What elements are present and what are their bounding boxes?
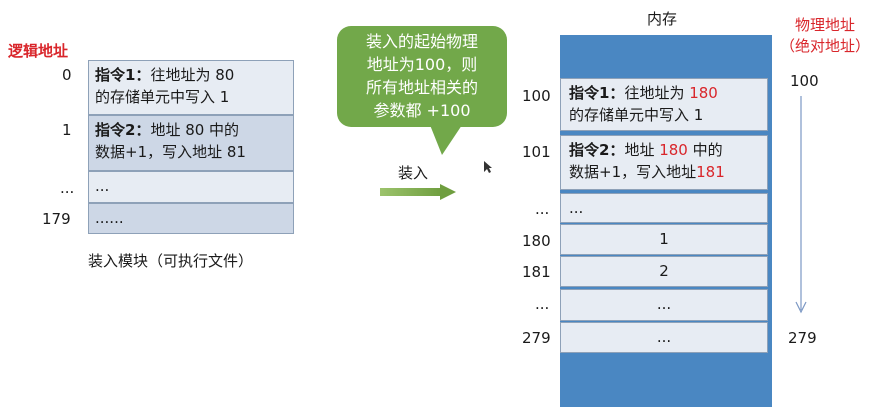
physical-address-title: 物理地址 （绝对地址） [780, 14, 870, 56]
load-arrow-icon [380, 184, 456, 200]
instruction-label: 指令2： [95, 121, 151, 139]
instruction-text: 的存储单元中写入 1 [569, 106, 704, 124]
instruction-text: 往地址为 80 [150, 66, 235, 84]
row-text: ... [569, 199, 584, 217]
mouse-cursor-icon [484, 161, 492, 173]
load-module-caption: 装入模块（可执行文件） [88, 252, 254, 270]
logical-row-last: ...... [88, 203, 294, 234]
callout-line: 参数都 +100 [373, 101, 471, 120]
physical-address-title-line1: 物理地址 [794, 16, 855, 34]
logical-address-0: 0 [62, 66, 72, 84]
callout-line: 地址为100，则 [366, 55, 478, 74]
instruction-text: 地址 [624, 141, 660, 159]
memory-address-100: 100 [522, 87, 551, 105]
instruction-address: 180 [659, 141, 688, 159]
instruction-label: 指令1： [569, 84, 625, 102]
logical-instruction-1: 指令1：往地址为 80 的存储单元中写入 1 [88, 60, 294, 115]
instruction-text: 数据+1，写入地址 81 [95, 143, 246, 161]
memory-row-181: 2 [560, 256, 768, 287]
instruction-address: 180 [689, 84, 718, 102]
instruction-text: 中的 [687, 141, 723, 159]
physical-address-start: 100 [790, 72, 819, 90]
instruction-label: 指令1： [95, 66, 151, 84]
instruction-text: 地址 80 中的 [150, 121, 240, 139]
memory-address-101: 101 [522, 143, 551, 161]
callout-tail [430, 125, 462, 155]
physical-address-end: 279 [788, 329, 817, 347]
row-text: 2 [659, 262, 669, 280]
row-text: ... [656, 328, 672, 346]
load-label: 装入 [398, 164, 429, 182]
memory-row-279: ... [560, 322, 768, 353]
memory-title: 内存 [647, 10, 678, 28]
logical-row-ellipsis: ... [88, 171, 294, 203]
logical-address-179: 179 [42, 210, 71, 228]
logical-instruction-2: 指令2：地址 80 中的 数据+1，写入地址 81 [88, 115, 294, 171]
row-text: ...... [95, 209, 124, 227]
memory-instruction-2: 指令2：地址 180 中的 数据+1，写入地址181 [560, 135, 768, 190]
logical-address-title: 逻辑地址 [8, 42, 69, 60]
logical-address-1: 1 [62, 121, 72, 139]
instruction-address: 181 [696, 163, 725, 181]
memory-instruction-1: 指令1：往地址为 180 的存储单元中写入 1 [560, 78, 768, 131]
memory-address-180: 180 [522, 232, 551, 250]
callout-line: 所有地址相关的 [365, 78, 478, 97]
memory-row-ellipsis: ... [560, 193, 768, 223]
physical-address-title-line2: （绝对地址） [780, 37, 871, 55]
memory-address-181: 181 [522, 263, 551, 281]
memory-address-ellipsis-2: ... [535, 295, 550, 313]
instruction-text: 的存储单元中写入 1 [95, 88, 230, 106]
memory-address-ellipsis: ... [535, 200, 550, 218]
instruction-label: 指令2： [569, 141, 625, 159]
logical-address-ellipsis: ... [60, 179, 75, 197]
callout-bubble: 装入的起始物理 地址为100，则 所有地址相关的 参数都 +100 [337, 26, 507, 127]
down-arrow-icon [795, 96, 807, 314]
memory-address-279: 279 [522, 329, 551, 347]
row-text: 1 [659, 230, 669, 248]
instruction-text: 往地址为 [624, 84, 690, 102]
instruction-text: 数据+1，写入地址 [569, 163, 697, 181]
memory-row-180: 1 [560, 224, 768, 255]
memory-row-ellipsis-2: ... [560, 289, 768, 321]
row-text: ... [95, 177, 110, 195]
row-text: ... [656, 295, 672, 313]
callout-line: 装入的起始物理 [365, 32, 478, 51]
